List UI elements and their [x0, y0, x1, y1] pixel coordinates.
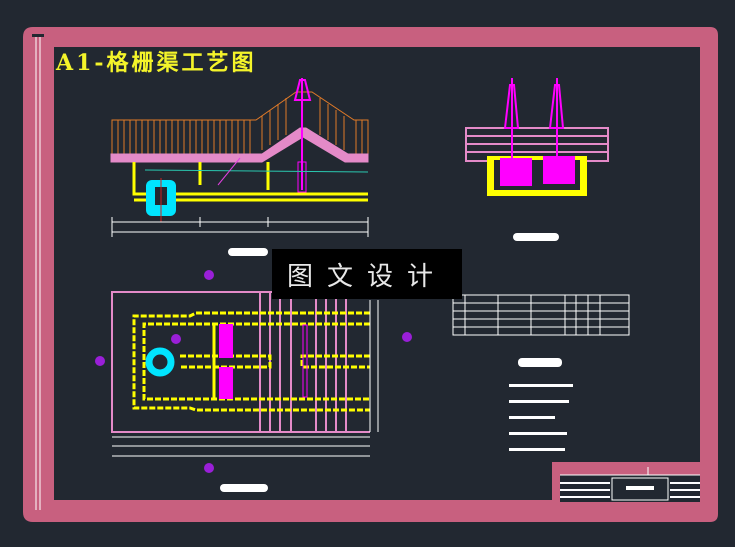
section-view-1 — [110, 78, 369, 256]
watermark: 图文设计 — [272, 249, 462, 299]
frame-mark — [32, 34, 44, 37]
section-view-2 — [465, 78, 609, 241]
materials-table — [452, 294, 630, 336]
design-notes — [509, 358, 573, 451]
drawing-title: A1-格栅渠工艺图 — [56, 50, 257, 76]
plan-view — [95, 270, 412, 492]
title-block — [560, 467, 700, 502]
